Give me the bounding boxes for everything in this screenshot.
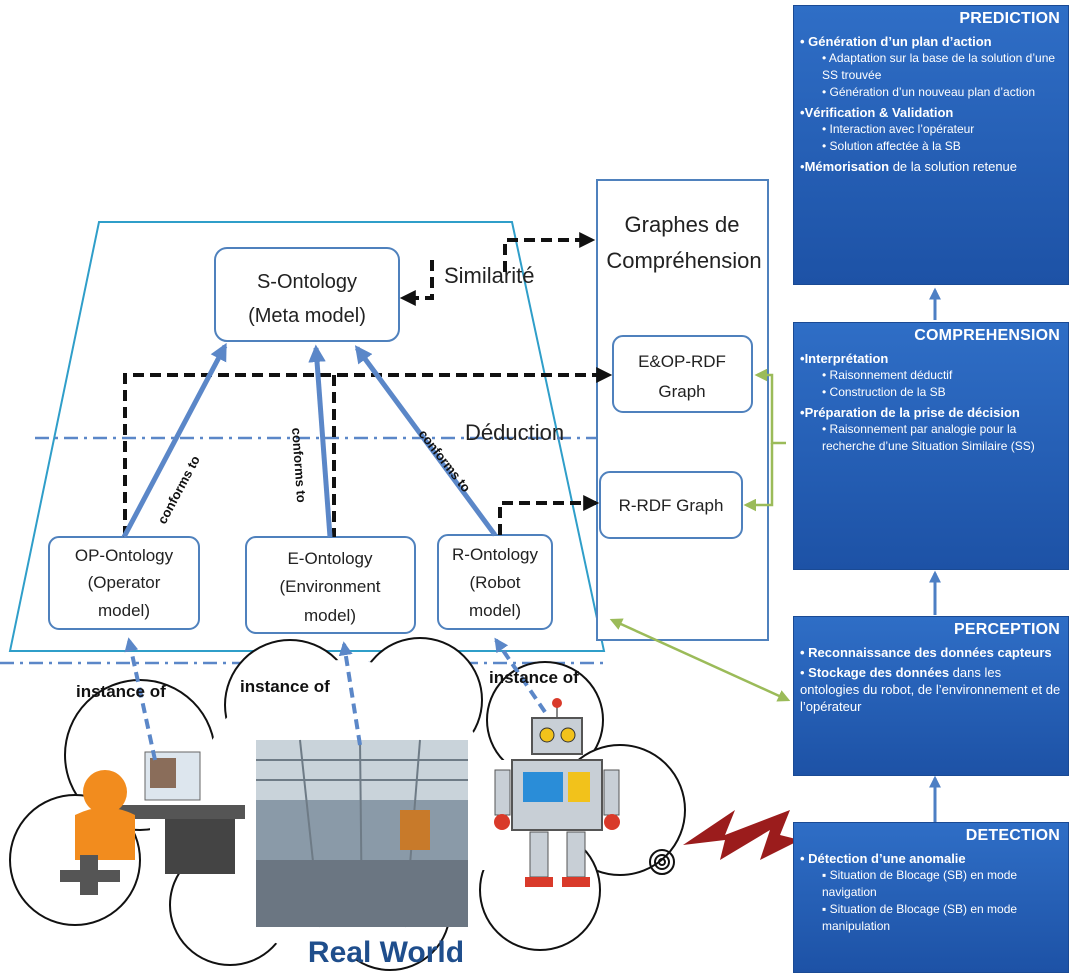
s-ontology-label-1: S-Ontology: [257, 271, 357, 293]
e-ontology-label-1: E-Ontology: [287, 549, 373, 568]
signal-spiral-icon: [649, 849, 675, 875]
comprehension-item-1b: • Construction de la SB: [822, 385, 946, 399]
op-ontology-label-1: OP-Ontology: [75, 546, 174, 565]
conforms-to-e: conforms to: [289, 427, 309, 503]
green-link-perception: [609, 618, 791, 702]
comprehension-item-1: •Interprétation: [800, 351, 889, 366]
environment-photo: [256, 739, 468, 928]
s-ontology-label-2: (Meta model): [248, 305, 366, 327]
r-ontology-label-3: model): [469, 601, 521, 620]
comprehension-title: COMPREHENSION: [914, 327, 1060, 344]
comprehension-item-2: •Préparation de la prise de décision: [800, 405, 1020, 420]
comprehension-item-1a: • Raisonnement déductif: [822, 368, 953, 382]
detection-title: DETECTION: [965, 827, 1060, 844]
detection-item-1a: ▪ Situation de Blocage (SB) en mode navi…: [822, 868, 1018, 899]
robot-illustration: [494, 698, 620, 887]
instance-op-arrow: [124, 637, 157, 761]
detection-panel: DETECTION • Détection d’une anomalie ▪ S…: [793, 822, 1069, 973]
graphes-title-line1: Graphes de: [625, 212, 740, 237]
prediction-panel: PREDICTION • Génération d’un plan d’acti…: [793, 5, 1069, 285]
instance-of-op: instance of: [76, 682, 166, 701]
prediction-title: PREDICTION: [959, 10, 1060, 27]
detection-item-1b: ▪ Situation de Blocage (SB) en mode mani…: [822, 902, 1018, 933]
comprehension-panel: COMPREHENSION •Interprétation • Raisonne…: [793, 322, 1069, 570]
e-ontology-box[interactable]: [245, 536, 416, 634]
instance-e-arrow: [338, 641, 362, 746]
eop-rdf-label-1: E&OP-RDF: [638, 352, 726, 371]
prediction-item-2b: • Solution affectée à la SB: [822, 139, 961, 153]
green-link-eop: [754, 368, 786, 445]
similarite-label: Similarité: [444, 263, 534, 288]
r-ontology-label-2: (Robot: [469, 573, 520, 592]
real-world-label: Real World: [308, 936, 464, 969]
op-ontology-label-2: (Operator: [88, 573, 161, 592]
prediction-item-2a: • Interaction avec l’opérateur: [822, 122, 975, 136]
conforms-e-arrow: [308, 344, 333, 538]
deduction-arrow-r: [498, 495, 600, 535]
conforms-op-arrow: [121, 342, 228, 539]
instance-of-e: instance of: [240, 677, 330, 696]
r-rdf-graph-box[interactable]: [599, 471, 743, 539]
conforms-r-arrow: [354, 345, 498, 537]
similarity-arrow-out: [503, 232, 596, 272]
detection-item-1: • Détection d’une anomalie: [800, 851, 966, 866]
r-rdf-label: R-RDF Graph: [619, 496, 724, 515]
eop-rdf-graph-box[interactable]: [612, 335, 753, 413]
e-ontology-label-3: model): [304, 606, 356, 625]
s-ontology-box[interactable]: [214, 247, 400, 342]
e-ontology-label-2: (Environment: [279, 577, 380, 596]
perception-panel: PERCEPTION • Reconnaissance des données …: [793, 616, 1069, 776]
green-link-rrdf: [743, 443, 774, 512]
graphes-title-line2: Compréhension: [606, 248, 761, 273]
comprehension-item-2a: • Raisonnement par analogie pour la rech…: [822, 422, 1035, 453]
eop-rdf-label-2: Graph: [658, 382, 705, 401]
ontology-layer-trapezoid: [8, 221, 606, 652]
prediction-item-1: • Génération d’un plan d’action: [800, 34, 992, 49]
similarity-arrow-in: [399, 260, 434, 306]
perception-item-1: • Reconnaissance des données capteurs: [800, 645, 1052, 660]
perception-title: PERCEPTION: [953, 621, 1060, 638]
prediction-item-3: •Mémorisation de la solution retenue: [800, 159, 1018, 174]
instance-r-arrow: [494, 637, 547, 714]
perception-item-2: • Stockage des données dans les ontologi…: [800, 665, 1061, 714]
r-ontology-label-1: R-Ontology: [452, 545, 538, 564]
prediction-item-2: •Vérification & Validation: [800, 105, 954, 120]
lightning-icon: [683, 810, 800, 860]
prediction-item-1a: • Adaptation sur la base de la solution …: [822, 51, 1056, 82]
op-ontology-label-3: model): [98, 601, 150, 620]
prediction-item-1b: • Génération d’un nouveau plan d’action: [822, 85, 1036, 99]
deduction-arrow-eop: [123, 367, 613, 537]
deduction-label: Déduction: [465, 420, 564, 445]
instance-of-r: instance of: [489, 668, 579, 687]
